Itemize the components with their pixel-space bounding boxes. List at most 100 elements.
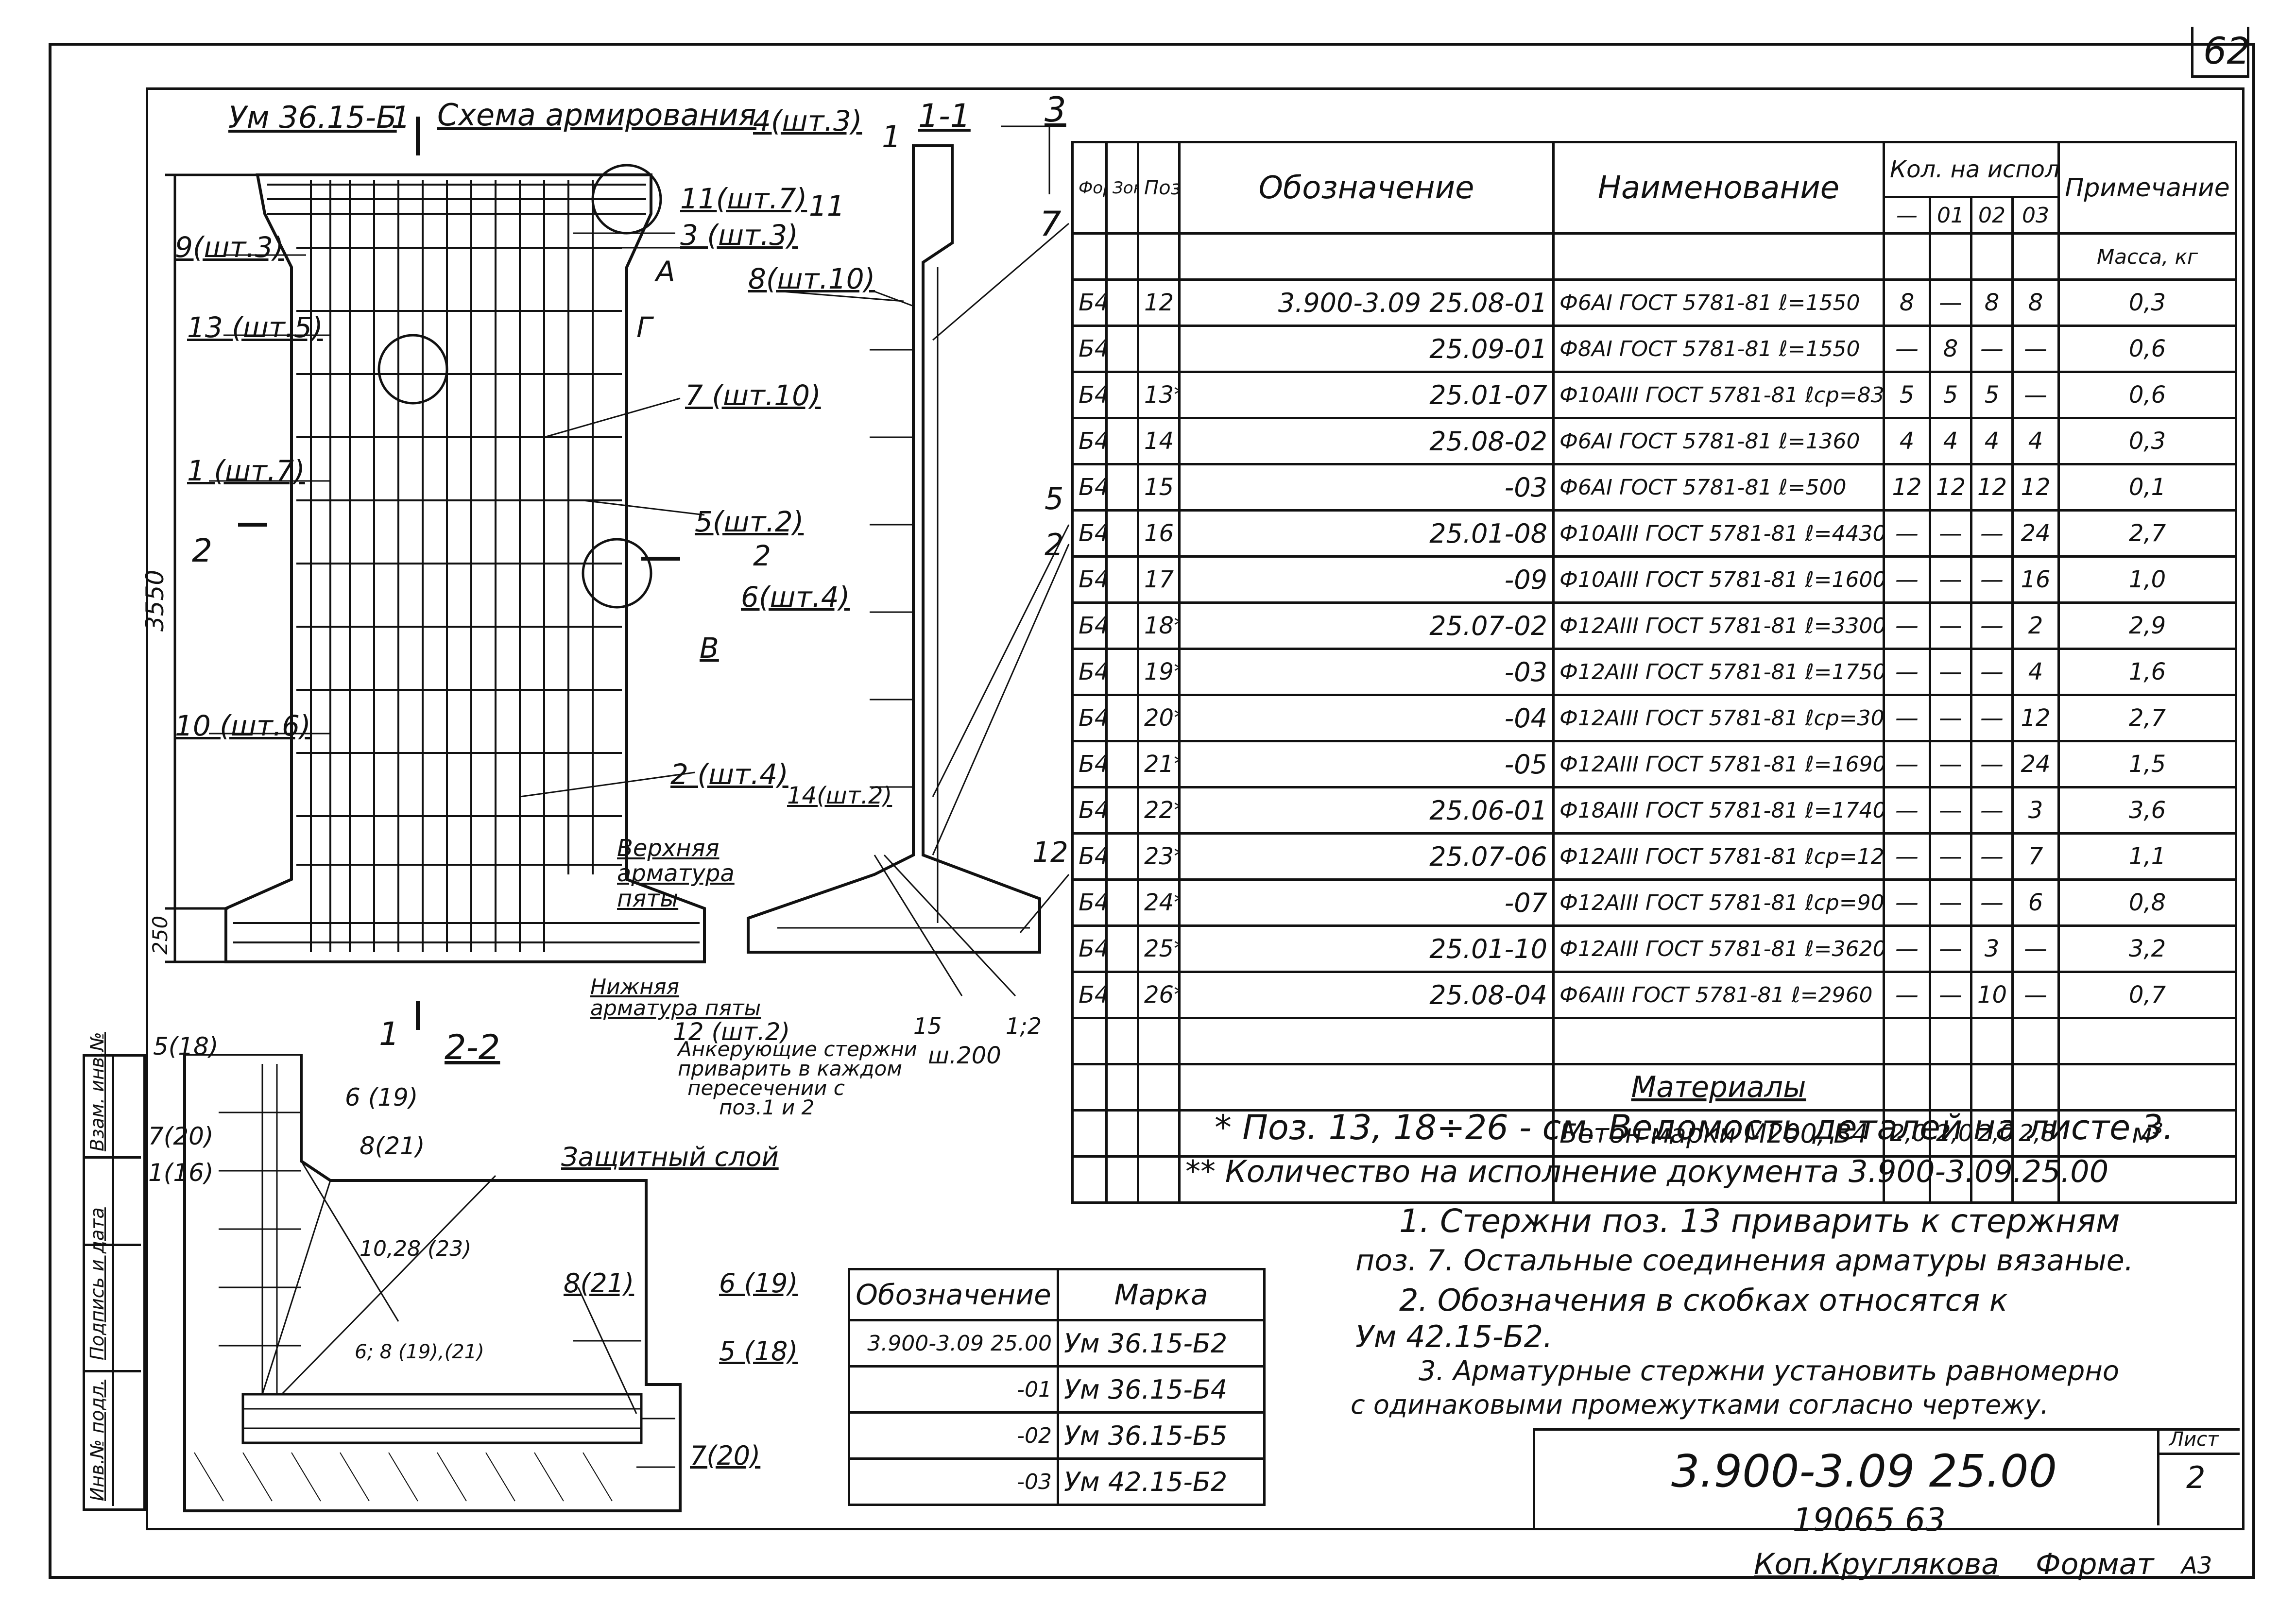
- spec-cell-qty-base: —: [1883, 878, 1931, 927]
- spec-cell-qty-base: —: [1883, 325, 1931, 373]
- spec-cell-qty-base: 8: [1883, 278, 1931, 327]
- title-block-sheet-divider: [2157, 1453, 2240, 1455]
- spec-cell-zone: [1105, 509, 1139, 558]
- label-G: Г: [636, 311, 652, 344]
- label-4: 4(шт.3): [753, 104, 862, 137]
- spec-cell-qty-03: 6: [2011, 878, 2060, 927]
- title-block-divider: [2157, 1428, 2159, 1525]
- spec-cell-name: Ф12АIII ГОСТ 5781-81 ℓ=1690: [1552, 740, 1885, 788]
- spec-cell-mass: 2,7: [2057, 694, 2238, 742]
- spec-cell-name: Ф10АIII ГОСТ 5781-81 ℓ=1600: [1552, 555, 1885, 604]
- spec-cell-mass: 3,6: [2057, 786, 2238, 835]
- label-7: 7 (шт.10): [685, 379, 821, 412]
- spec-cell-qty-02: 5: [1970, 371, 2014, 419]
- spec-cell-zone: [1105, 924, 1139, 973]
- spec-cell-qty-01: —: [1929, 786, 1972, 835]
- spec-cell-qty-03: 12: [2011, 694, 2060, 742]
- spec-cell-name: Ф6АI ГОСТ 5781-81 ℓ=1550: [1552, 278, 1885, 327]
- label-5-18b: 5 (18): [719, 1336, 798, 1367]
- spec-cell-zone: [1105, 878, 1139, 927]
- spec-cell-qty-01: —: [1929, 832, 1972, 881]
- spec-cell-mass: 0,8: [2057, 878, 2238, 927]
- label-12b: 12: [1032, 836, 1068, 869]
- spec-cell-format: Б4: [1071, 648, 1108, 696]
- view-title: Схема армирования: [437, 97, 756, 133]
- spec-cell-qty-03: —: [2011, 971, 2060, 1019]
- inventory-number: 19065 63: [1793, 1501, 1946, 1539]
- side-stamp: [83, 1054, 146, 1511]
- spec-cell-mass: 1,5: [2057, 740, 2238, 788]
- spec-cell-qty-03: 16: [2011, 555, 2060, 604]
- spec-cell-pos: 22*: [1137, 786, 1181, 835]
- reinforcement-scheme-drawing: [165, 117, 706, 1030]
- note-3b: с одинаковыми промежутками согласно черт…: [1351, 1389, 2049, 1420]
- page-number-box: [2191, 27, 2249, 78]
- spec-cell-qty-01: 8: [1929, 325, 1972, 373]
- sheet-number: 2: [2186, 1460, 2206, 1495]
- note-1a: 1. Стержни поз. 13 приварить к стержням: [1399, 1202, 2120, 1240]
- side-stamp-sign: Подпись и дата: [86, 1207, 108, 1360]
- marks-header-designation: Обозначение: [848, 1268, 1059, 1321]
- spec-cell-qty-base: —: [1883, 924, 1931, 973]
- label-11b: 11: [809, 189, 845, 222]
- spec-cell-qty-02: —: [1970, 325, 2014, 373]
- spec-cell-name: Ф12АIII ГОСТ 5781-81 ℓ=3300: [1552, 601, 1885, 650]
- label-7-20b: 7(20): [690, 1440, 761, 1471]
- side-stamp-inv: Инв.№ подл.: [86, 1379, 108, 1501]
- spec-cell-qty-02: 12: [1970, 463, 2014, 512]
- spec-cell-zone: [1105, 278, 1139, 327]
- spec-cell-qty-base: —: [1883, 555, 1931, 604]
- spec-cell-name: Ф6АIII ГОСТ 5781-81 ℓ=2960: [1552, 971, 1885, 1019]
- spec-cell-qty-base: —: [1883, 740, 1931, 788]
- anchor-note-1: Анкерующие стержни: [678, 1037, 917, 1061]
- label-7b: 7: [1040, 204, 1062, 244]
- label-5-18: 5(18): [153, 1032, 219, 1061]
- spec-cell-mass: 1,0: [2057, 555, 2238, 604]
- spec-cell-format: Б4: [1071, 509, 1108, 558]
- marks-cell-designation: -02: [848, 1411, 1059, 1460]
- sheet-label: Лист: [2169, 1428, 2219, 1451]
- spec-cell-qty-02: —: [1970, 740, 2014, 788]
- concrete-name: Бетон марки М200, В4: [1552, 1109, 1885, 1158]
- section-marker-2-left: 2: [192, 532, 212, 569]
- label-B: В: [700, 632, 719, 665]
- label-6: 6(шт.4): [741, 581, 850, 614]
- spec-cell-qty-base: 5: [1883, 371, 1931, 419]
- spec-cell-qty-03: —: [2011, 924, 2060, 973]
- spec-cell-qty-base: —: [1883, 648, 1931, 696]
- mark-label: Ум 36.15-Б: [228, 100, 397, 135]
- spec-cell-pos: 17: [1137, 555, 1181, 604]
- spec-cell-qty-02: —: [1970, 509, 2014, 558]
- spec-concrete-row: Бетон марки М200, В4 2,0 2,0 2,0 2,8 м³: [1071, 1109, 2238, 1158]
- spec-cell-zone: [1105, 740, 1139, 788]
- spec-cell-name: Ф10АIII ГОСТ 5781-81 ℓср=830: [1552, 371, 1885, 419]
- label-8: 8(шт.10): [748, 262, 875, 295]
- spec-cell-mass: 2,7: [2057, 509, 2238, 558]
- spec-cell-qty-03: 8: [2011, 278, 2060, 327]
- spec-qty-col-03: 03: [2011, 196, 2060, 235]
- spec-cell-format: Б4: [1071, 555, 1108, 604]
- spec-cell-designation: 25.01-08: [1178, 509, 1555, 558]
- spec-cell-pos: [1137, 325, 1181, 373]
- spec-cell-mass: 0,6: [2057, 371, 2238, 419]
- label-8-21b: 8(21): [564, 1268, 634, 1299]
- spec-cell-zone: [1105, 601, 1139, 650]
- label-1-16: 1(16): [148, 1159, 214, 1187]
- spec-cell-designation: 25.01-07: [1178, 371, 1555, 419]
- label-14: 14(шт.2): [787, 782, 892, 809]
- materials-title: Материалы: [1552, 1063, 1885, 1112]
- spec-cell-designation: -03: [1178, 648, 1555, 696]
- label-7-20: 7(20): [148, 1122, 214, 1150]
- spec-header-qty: Кол. на исполн.**: [1882, 141, 2060, 198]
